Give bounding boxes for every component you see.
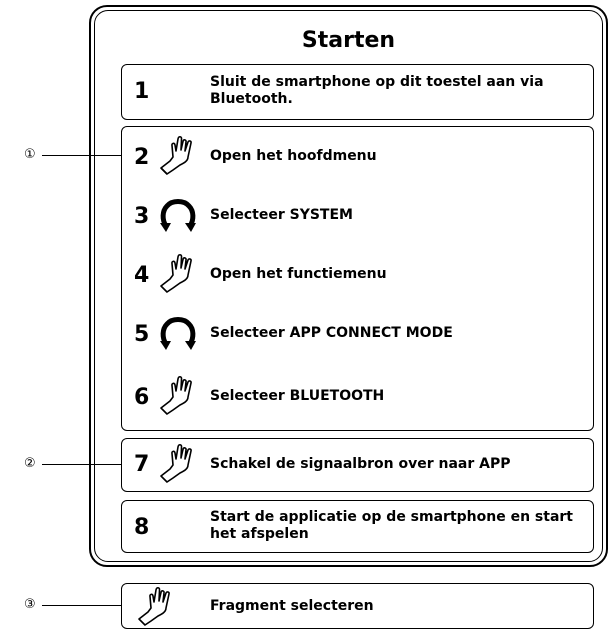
step-text: Selecteer APP CONNECT MODE [210,325,453,341]
touch-hand-icon [160,253,192,293]
rotate-knob-icon [160,199,196,232]
touch-hand-icon [138,586,170,626]
outer-frame [89,5,608,567]
inner-frame [94,10,603,562]
step-number: 4 [134,263,150,288]
touch-hand-icon [160,443,192,483]
touch-hand-icon [160,135,192,175]
step-row-4: 4 Open het functiemenu [122,253,593,297]
callout-2-line [42,464,121,465]
step-box-7: 7 Schakel de signaalbron over naar APP [121,438,594,492]
step-number: 3 [134,204,150,229]
callout-2: ② [24,456,36,471]
callout-3-line [42,605,121,606]
step-text: Selecteer BLUETOOTH [210,388,385,404]
step-row-3: 3 Selecteer SYSTEM [122,194,593,238]
step-row-6: 6 Selecteer BLUETOOTH [122,375,593,419]
step-number: 5 [134,322,150,347]
touch-hand-icon [160,375,192,415]
step-number: 8 [134,515,150,540]
legend-text: Fragment selecteren [210,598,374,614]
callout-1-line [42,155,121,156]
step-text: Start de applicatie op de smartphone en … [210,509,573,542]
legend-box: Fragment selecteren [121,583,594,629]
step-text: Selecteer SYSTEM [210,207,353,223]
step-box-8: 8 Start de applicatie op de smartphone e… [121,500,594,553]
rotate-knob-icon [160,317,196,350]
callout-3: ③ [24,597,36,612]
step-box-1: 1 Sluit de smartphone op dit toestel aan… [121,64,594,120]
step-text: Sluit de smartphone op dit toestel aan v… [210,74,544,107]
step-group-box: 2 Open het hoofdmenu 3 Selecteer SYSTEM … [121,126,594,431]
step-row-2: 2 Open het hoofdmenu [122,135,593,179]
callout-1: ① [24,147,36,162]
step-text: Schakel de signaalbron over naar APP [210,456,511,472]
step-number: 1 [134,79,150,104]
step-row-5: 5 Selecteer APP CONNECT MODE [122,312,593,356]
step-text: Open het hoofdmenu [210,148,377,164]
step-number: 7 [134,452,150,477]
step-text: Open het functiemenu [210,266,387,282]
step-number: 2 [134,145,150,170]
step-number: 6 [134,385,150,410]
diagram-title: Starten [301,28,396,53]
